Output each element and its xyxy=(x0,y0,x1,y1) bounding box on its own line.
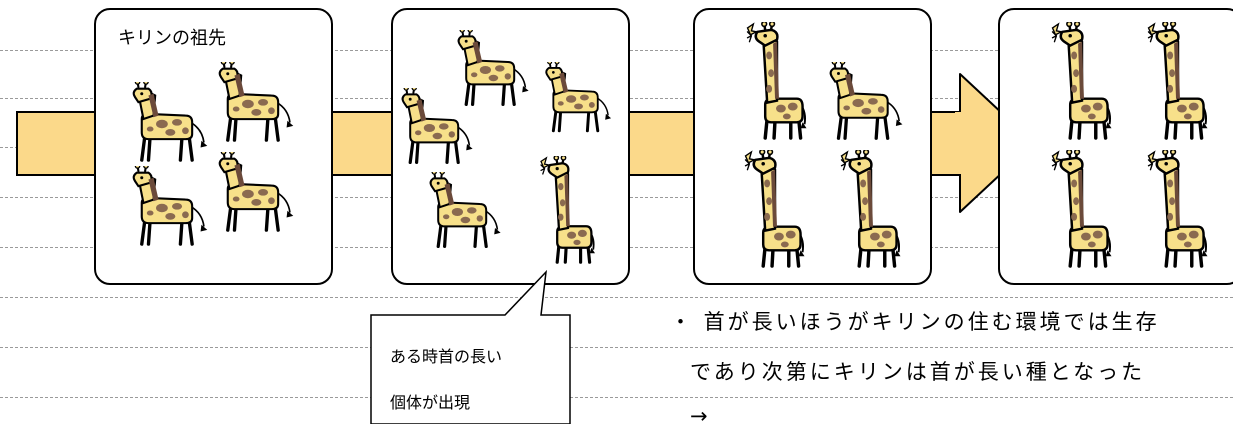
panel-result xyxy=(998,8,1233,285)
callout-line-2: 個体が出現 xyxy=(390,393,471,412)
note-line-1: ・ 首が長いほうがキリンの住む環境では生存 xyxy=(670,310,1160,334)
callout-line-1: ある時首の長い xyxy=(390,347,503,366)
panel-increase xyxy=(693,8,932,285)
note-line-3: → xyxy=(690,404,711,428)
panel-title: キリンの祖先 xyxy=(118,28,226,49)
ruled-line xyxy=(0,297,1233,298)
ruled-line xyxy=(0,397,1233,398)
progression-arrow xyxy=(959,73,1035,213)
panel-mutation xyxy=(391,8,630,285)
ruled-line xyxy=(0,347,1233,348)
note-line-2: であり次第にキリンは首が長い種となった xyxy=(690,360,1146,384)
panel-ancestor: キリンの祖先 xyxy=(94,8,333,285)
